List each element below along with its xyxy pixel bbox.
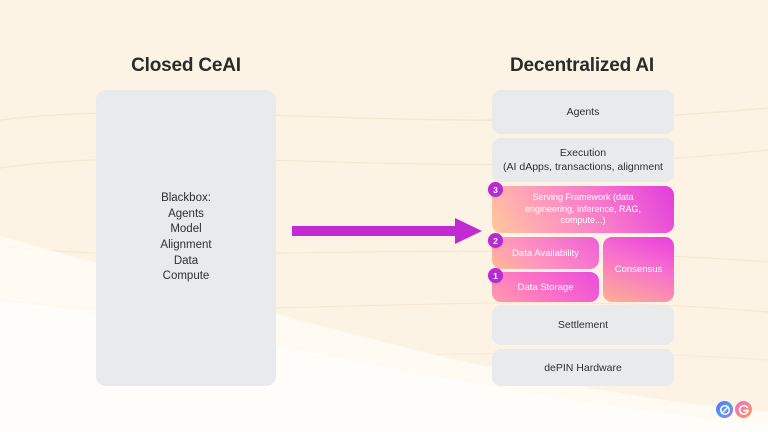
stack-layer-depin-hardware-label: dePIN Hardware <box>544 361 622 374</box>
blackbox-line-2: Model <box>170 223 202 236</box>
stack-layer-consensus-label: Consensus <box>614 264 663 275</box>
step-badge-3: 3 <box>488 182 503 197</box>
left-column-title: Closed CeAI <box>131 55 241 76</box>
blackbox-line-5: Compute <box>162 270 210 283</box>
brand-logos <box>716 401 752 418</box>
step-badge-2: 2 <box>488 233 503 248</box>
stack-layer-serving-framework-sublabel-1: (data engineering, inference, RAG, <box>524 192 642 214</box>
stack-layer-data-storage[interactable]: Data Storage <box>492 272 599 302</box>
g-logo-icon <box>735 401 752 418</box>
stack-layer-consensus[interactable]: Consensus <box>603 237 674 302</box>
stack-layer-agents[interactable]: Agents <box>492 90 674 134</box>
stack-layer-data-availability-label: Data Availability <box>512 247 579 259</box>
step-badge-1: 1 <box>488 268 503 283</box>
stack-layer-data-storage-label: Data Storage <box>517 281 574 293</box>
decentralized-ai-stack: Agents Execution (AI dApps, transactions… <box>488 90 674 386</box>
blackbox-line-1: Agents <box>168 207 204 220</box>
right-column-title: Decentralized AI <box>510 55 654 76</box>
stack-layer-serving-framework-sublabel-2: compute...) <box>560 215 606 226</box>
stack-layer-serving-framework-label: Serving Framework <box>532 192 611 203</box>
transition-arrow-icon <box>292 218 482 244</box>
stack-layer-serving-framework[interactable]: Serving Framework (data engineering, inf… <box>492 186 674 233</box>
blackbox-line-3: Alignment <box>160 239 212 251</box>
zero-gravity-logo-icon <box>716 401 733 418</box>
blackbox-line-0: Blackbox: <box>161 192 211 205</box>
stack-layer-settlement[interactable]: Settlement <box>492 305 674 345</box>
stack-layer-agents-label: Agents <box>566 106 600 118</box>
stack-layer-depin-hardware[interactable]: dePIN Hardware <box>492 349 674 386</box>
closed-ceai-blackbox: Blackbox: Agents Model Alignment Data Co… <box>96 90 276 386</box>
stack-layer-execution-label: Execution <box>559 147 607 159</box>
stack-layer-settlement-label: Settlement <box>557 319 609 331</box>
stack-layer-execution[interactable]: Execution (AI dApps, transactions, align… <box>492 138 674 182</box>
blackbox-line-4: Data <box>173 254 199 267</box>
stack-layer-data-availability[interactable]: Data Availability <box>492 237 599 269</box>
stack-layer-execution-sublabel: (AI dApps, transactions, alignment <box>503 161 663 173</box>
